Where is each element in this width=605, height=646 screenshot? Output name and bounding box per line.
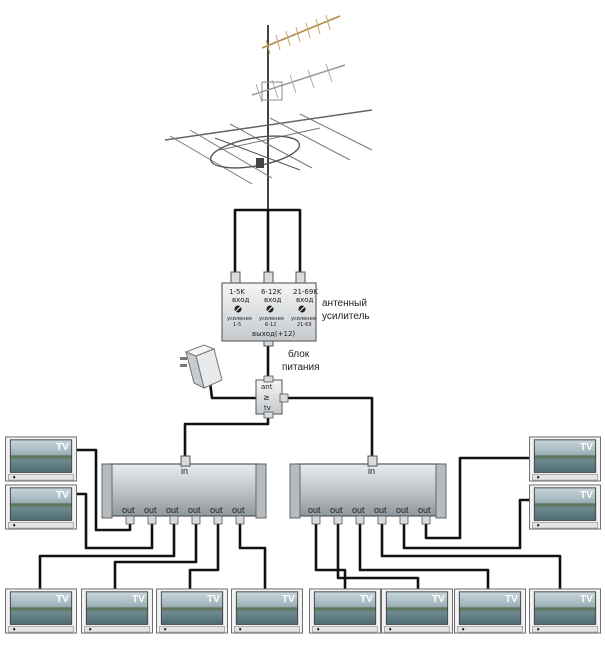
amplifier-gain-label: усиления (227, 316, 252, 322)
splitter-output-label: out (418, 505, 431, 515)
tv-sets: TV TV TV TV TV TV TV TV TV TV TV TV (5, 436, 601, 634)
injector-tv-label: tv (264, 404, 271, 412)
tv-label: TV (580, 490, 593, 501)
output-connector (125, 515, 135, 525)
output-connector (333, 515, 343, 525)
amplifier-inputs: 1-5Kвходусиления1-56-12Kвходусиления6-12… (227, 288, 318, 328)
splitter-output-label: out (308, 505, 321, 515)
power-injector: ant ≥ tv (255, 375, 289, 419)
tv-set: TV (529, 588, 601, 634)
amplifier-output-label: выход(+12) (252, 330, 295, 338)
tv-set: TV (231, 588, 303, 634)
amplifier-input-label: вход (232, 296, 250, 304)
amplifier-range-label: 1-5 (233, 322, 241, 328)
injector-symbol: ≥ (263, 393, 270, 402)
output-connector (421, 515, 431, 525)
splitter-output-label: out (210, 505, 223, 515)
cables (38, 208, 562, 590)
power-supply (180, 344, 223, 389)
amplifier-range-label: 21-69 (297, 322, 312, 328)
splitter-output-label: out (232, 505, 245, 515)
gain-knob[interactable] (298, 305, 306, 313)
amplifier-label-line1: антенный (322, 298, 367, 309)
splitter-output-label: out (352, 505, 365, 515)
tv-set: TV (81, 588, 153, 634)
power-supply-label-line1: блок (288, 348, 310, 360)
amplifier-band-label: 21-69K (293, 288, 318, 296)
output-connector (213, 515, 223, 525)
tv-set: TV (381, 588, 453, 634)
amplifier-gain-label: усиления (291, 316, 316, 322)
tv-label: TV (282, 594, 295, 605)
tv-label: TV (505, 594, 518, 605)
tv-set: TV (454, 588, 526, 634)
splitter-right-input-label: in (368, 466, 375, 476)
output-connector (169, 515, 179, 525)
tv-set: TV (5, 436, 77, 482)
tv-set: TV (309, 588, 381, 634)
tv-set: TV (529, 436, 601, 482)
amplifier-gain-label: усиления (259, 316, 284, 322)
tv-set: TV (5, 484, 77, 530)
tv-label: TV (56, 490, 69, 501)
amplifier-input-label: вход (296, 296, 314, 304)
tv-label: TV (580, 442, 593, 453)
output-connector (311, 515, 321, 525)
power-supply-label-line2: питания (282, 362, 320, 373)
splitter-output-label: out (330, 505, 343, 515)
antenna-amplifier: 1-5Kвходусиления1-56-12Kвходусиления6-12… (221, 271, 318, 347)
tv-label: TV (132, 594, 145, 605)
output-connector (355, 515, 365, 525)
tv-label: TV (580, 594, 593, 605)
tv-label: TV (56, 594, 69, 605)
splitter-output-label: out (166, 505, 179, 515)
splitter-output-label: out (374, 505, 387, 515)
amplifier-label-line2: усилитель (322, 311, 370, 322)
splitter-output-label: out (122, 505, 135, 515)
output-connector (191, 515, 201, 525)
splitter-output-label: out (188, 505, 201, 515)
amplifier-input-label: вход (264, 296, 282, 304)
output-connector (377, 515, 387, 525)
gain-knob[interactable] (234, 305, 242, 313)
output-connector (399, 515, 409, 525)
tv-label: TV (360, 594, 373, 605)
tv-label: TV (56, 442, 69, 453)
antenna (164, 14, 373, 210)
amplifier-band-label: 6-12K (261, 288, 282, 296)
tv-label: TV (207, 594, 220, 605)
splitter-left-input-label: in (181, 466, 188, 476)
output-connector (147, 515, 157, 525)
amplifier-band-label: 1-5K (229, 288, 245, 296)
gain-knob[interactable] (266, 305, 274, 313)
tv-label: TV (432, 594, 445, 605)
output-connector (235, 515, 245, 525)
splitter-output-label: out (396, 505, 409, 515)
injector-ant-label: ant (261, 383, 273, 391)
amplifier-range-label: 6-12 (265, 322, 276, 328)
tv-set: TV (5, 588, 77, 634)
tv-set: TV (529, 484, 601, 530)
tv-set: TV (156, 588, 228, 634)
splitter-output-label: out (144, 505, 157, 515)
